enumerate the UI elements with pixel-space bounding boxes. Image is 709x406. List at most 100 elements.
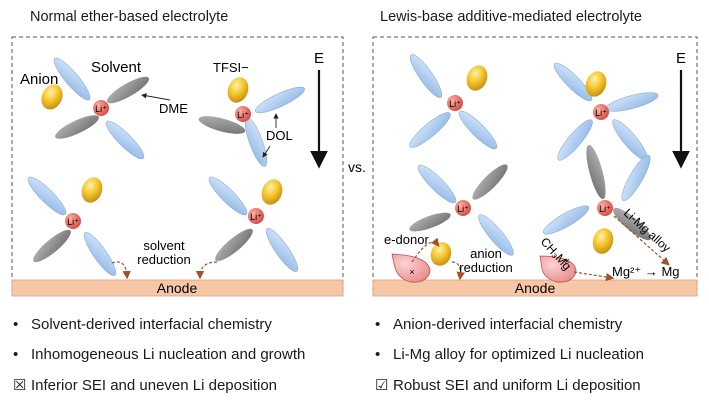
solvent-reduction-label-2: reduction [137,252,190,267]
li-solvation-cluster: Li⁺ [553,62,659,161]
li-ion [235,106,251,122]
li-solvation-cluster: Li⁺ [409,54,498,150]
ch3mg-droplet [539,255,577,283]
vs-label: vs. [348,159,366,175]
mg-reaction-label: Mg²⁺ → Mg [612,264,680,279]
li-solvation-cluster: Li⁺ [543,144,651,241]
e-donor-label: e-donor [384,232,429,247]
bullet-dot-icon: • [375,316,381,333]
li-ion [93,100,109,116]
dme-molecule [198,116,246,134]
dol-molecule [553,62,593,102]
dol-molecule [265,228,299,272]
checkbox-crossed-icon: ☒ [13,377,27,394]
left-anode-label: Anode [157,280,198,296]
li-ion [455,200,471,216]
right-anode [372,279,698,297]
dme-molecule [586,144,606,200]
li-ion [65,213,81,229]
left-panel-title: Normal ether-based electrolyte [30,9,229,25]
right-bullet-3: ☑Robust SEI and uniform Li deposition [375,376,641,394]
right-bullet-text: Anion-derived interfacial chemistry [393,316,623,333]
tfsi-label: TFSI− [213,60,249,75]
dol-molecule [208,176,248,216]
left-bullet-2: • Inhomogeneous Li nucleation and growth [13,346,305,363]
li-mg-alloy-arrow [613,215,670,266]
li-ion [248,208,264,224]
dme-molecule [409,212,451,232]
bullet-dot-icon: • [13,316,19,333]
dol-molecule [53,57,91,101]
anion-molecule [585,71,607,97]
dme-molecule [215,228,253,262]
left-bullet-1: • Solvent-derived interfacial chemistry [13,316,272,333]
li-ion-label: Li⁺ [449,99,461,109]
mg-reduction-arrow [573,271,615,282]
anion-molecule [592,228,614,254]
li-solvation-cluster: Li⁺ [409,164,514,256]
li-solvation-cluster: Li⁺ [208,176,299,272]
ch3mg-marker: × [564,256,569,266]
right-bullet-text: Robust SEI and uniform Li deposition [393,377,641,394]
li-mg-alloy-label: Li-Mg alloy [621,206,673,255]
right-bullet-text: Li-Mg alloy for optimized Li nucleation [393,346,644,363]
dol-molecule [605,92,659,112]
e-donor-marker: × [409,267,414,277]
anion-molecule [41,84,63,110]
e-donor-droplet [391,253,431,283]
dme-molecule [613,207,651,241]
anion-reduction-label-2: reduction [459,260,512,275]
dol-molecule [105,120,145,160]
right-field-label: E [676,50,686,67]
dol-molecule [557,119,593,161]
solvent-label: Solvent [91,59,142,76]
dol-molecule [458,110,498,150]
left-bullet-text: Inferior SEI and uneven Li deposition [31,377,277,394]
dme-molecule [33,229,71,263]
dme-molecule [106,76,150,104]
left-bullet-text: Inhomogeneous Li nucleation and growth [31,346,306,363]
dol-molecule [83,232,117,276]
li-solvation-cluster: Li⁺ [27,176,117,276]
li-ion-label: Li⁺ [95,104,107,114]
anion-molecule [81,177,103,203]
left-anode [11,279,344,297]
bullet-dot-icon: • [13,346,19,363]
dol-molecule [409,112,451,148]
li-ion-label: Li⁺ [457,204,469,214]
right-anode-label: Anode [515,280,556,296]
dol-molecule [417,164,457,204]
li-ion-label: Li⁺ [250,212,262,222]
dme-molecule [55,115,99,139]
solvent-reduction-label-1: solvent [143,238,185,253]
li-solvation-cluster-dol: Li⁺ [198,77,305,167]
li-solvation-cluster-dme: Li⁺ [41,57,150,160]
li-ion [447,95,463,111]
right-bullet-1: • Anion-derived interfacial chemistry [375,316,622,333]
dol-molecule [409,54,443,98]
li-ion [593,104,609,120]
li-ion-label: Li⁺ [67,217,79,227]
li-ion [597,200,613,216]
dol-molecule [543,205,589,235]
li-ion-label: Li⁺ [599,204,611,214]
anion-molecule [227,77,249,103]
right-panel-title: Lewis-base additive-mediated electrolyte [380,9,642,25]
right-bullet-2: • Li-Mg alloy for optimized Li nucleation [375,346,644,363]
left-bullet-text: Solvent-derived interfacial chemistry [31,316,272,333]
dol-molecule [478,214,514,256]
solvent-reduction-arrow [195,261,218,280]
anion-reduction-label-1: anion [470,246,502,261]
anion-molecule [430,242,452,266]
bullet-dot-icon: • [375,346,381,363]
left-field-label: E [314,50,324,67]
dme-pointer [141,93,171,101]
dol-molecule [621,155,651,201]
checkbox-checked-icon: ☑ [375,377,389,394]
anion-label: Anion [20,71,58,88]
anion-reduction-arrow [451,261,465,281]
dme-label: DME [159,101,188,116]
dol-molecule [255,86,305,114]
solvent-reduction-arrow [111,261,131,280]
